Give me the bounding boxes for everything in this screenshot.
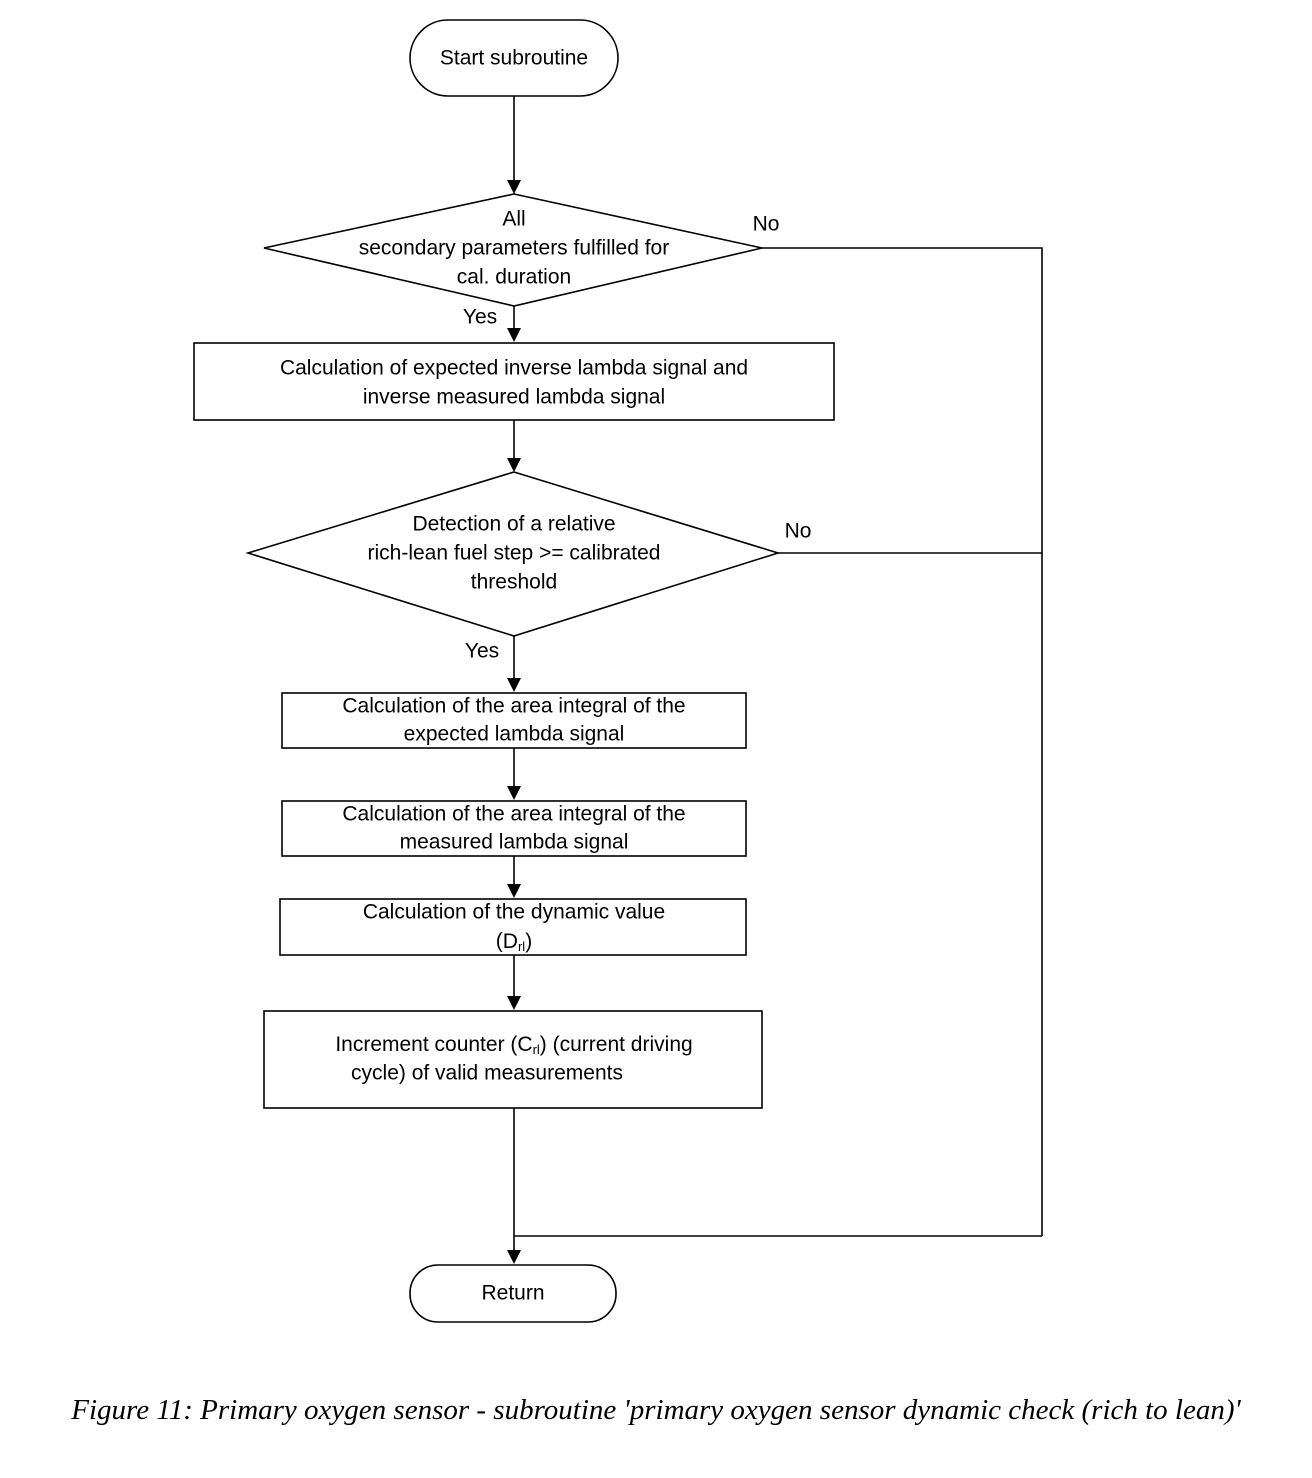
decision2-line3: threshold bbox=[471, 571, 557, 594]
arrowhead bbox=[507, 996, 521, 1010]
arrowhead bbox=[507, 786, 521, 800]
start-terminator: Start subroutine bbox=[409, 19, 619, 97]
decision1-line1: All bbox=[502, 208, 525, 231]
arrowhead bbox=[507, 180, 521, 194]
increment-subscript: rl bbox=[533, 1042, 540, 1057]
process-dynamic-value: Calculation of the dynamic value (Drl) bbox=[279, 898, 747, 956]
yes-label-decision2: Yes bbox=[465, 640, 499, 663]
decision1-line2: secondary parameters fulfilled for bbox=[359, 237, 669, 260]
calc-inverse-line2: inverse measured lambda signal bbox=[363, 386, 665, 409]
dynamic-value-subscript: rl bbox=[518, 939, 525, 954]
dynamic-value-line1: Calculation of the dynamic value bbox=[363, 901, 665, 924]
arrowhead bbox=[507, 458, 521, 472]
arrowhead bbox=[507, 678, 521, 692]
start-label: Start subroutine bbox=[440, 47, 588, 70]
connector-decision1-no bbox=[762, 247, 1043, 1236]
process-increment-counter: Increment counter (Crl) (current driving… bbox=[263, 1010, 763, 1109]
process-expected-integral: Calculation of the area integral of the … bbox=[281, 692, 747, 749]
decision-fuel-step: Detection of a relative rich-lean fuel s… bbox=[245, 471, 781, 637]
increment-line2: cycle) of valid measurements bbox=[351, 1062, 623, 1085]
return-terminator: Return bbox=[409, 1264, 617, 1323]
no-label-decision1: No bbox=[753, 213, 780, 236]
connectors bbox=[507, 96, 1043, 1264]
increment-line1: Increment counter (Crl) (current driving bbox=[335, 1033, 692, 1057]
process-calc-inverse-lambda: Calculation of expected inverse lambda s… bbox=[193, 342, 835, 421]
yes-label-decision1: Yes bbox=[463, 306, 497, 329]
decision2-line1: Detection of a relative bbox=[412, 513, 615, 536]
expected-integral-line2: expected lambda signal bbox=[404, 723, 625, 746]
arrowhead bbox=[507, 328, 521, 342]
decision-secondary-parameters: All secondary parameters fulfilled for c… bbox=[263, 193, 763, 307]
decision1-line3: cal. duration bbox=[457, 266, 571, 289]
arrowhead bbox=[507, 1250, 521, 1264]
dynamic-value-symbol: (Drl) bbox=[496, 930, 532, 954]
expected-integral-line1: Calculation of the area integral of the bbox=[342, 695, 685, 718]
calc-inverse-line1: Calculation of expected inverse lambda s… bbox=[280, 357, 748, 380]
figure-caption: Figure 11: Primary oxygen sensor - subro… bbox=[71, 1394, 1241, 1426]
process-measured-integral: Calculation of the area integral of the … bbox=[281, 800, 747, 857]
no-label-decision2: No bbox=[785, 520, 812, 543]
measured-integral-line2: measured lambda signal bbox=[400, 831, 629, 854]
arrowhead bbox=[507, 884, 521, 898]
return-label: Return bbox=[481, 1282, 544, 1305]
decision2-line2: rich-lean fuel step >= calibrated bbox=[367, 542, 660, 565]
measured-integral-line1: Calculation of the area integral of the bbox=[342, 803, 685, 826]
